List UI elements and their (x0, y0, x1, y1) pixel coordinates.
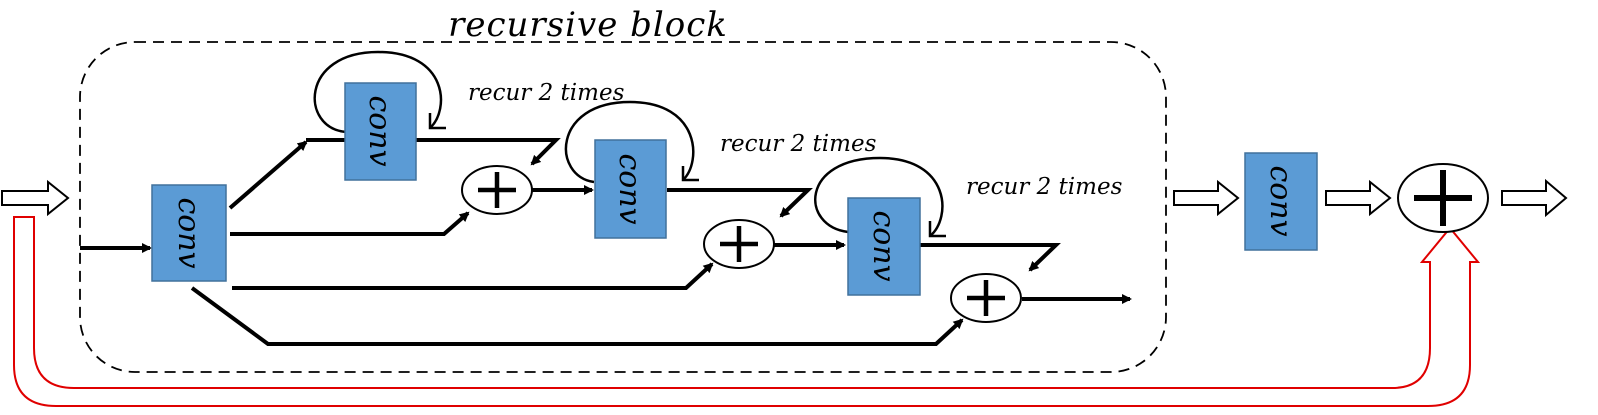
conv-label: conv (171, 197, 206, 268)
conv-recur-2: conv (594, 139, 667, 239)
add-final-node (1397, 163, 1489, 233)
conv-recur-1: conv (344, 82, 417, 181)
conv-label: conv (612, 153, 647, 224)
conv-label: conv (866, 210, 901, 281)
add-2-node (703, 219, 775, 269)
conv-recur-1-output (416, 138, 561, 166)
recur-label-2: recur 2 times (720, 131, 877, 157)
recursion-loop-3-arrow (928, 221, 946, 238)
plus-icon (1414, 170, 1472, 226)
recursion-loop-2 (564, 100, 695, 184)
recursion-loop-1-arrow (428, 113, 446, 130)
conv-recur-3: conv (847, 197, 921, 296)
recursion-loop-1 (313, 50, 443, 134)
add-3-node (950, 273, 1022, 323)
branch-to-add-1 (230, 211, 470, 236)
recursion-loop-3 (814, 156, 944, 237)
plus-icon (720, 226, 758, 262)
branch-to-add-2 (232, 262, 714, 290)
add-1-node (461, 165, 533, 215)
recur-label-3: recur 2 times (966, 174, 1123, 200)
conv-output-arrow (1325, 179, 1392, 217)
branch-to-add-3 (190, 286, 964, 346)
block-title: recursive block (448, 5, 728, 45)
conv-recur-3-output (920, 243, 1061, 272)
conv-output: conv (1244, 152, 1318, 251)
plus-icon (967, 280, 1005, 316)
conv-recur-2-output (667, 188, 813, 218)
conv-label: conv (1263, 165, 1298, 236)
recursive-block-boundary (79, 41, 1167, 373)
block-output-arrow (1173, 179, 1240, 217)
branch-to-conv-recur-1 (228, 140, 308, 210)
input-arrow (1, 179, 70, 217)
recursion-loop-2-arrow (681, 166, 699, 182)
conv-input: conv (151, 184, 227, 282)
final-output-arrow (1501, 178, 1568, 218)
skip-connection-outer (13, 216, 1481, 407)
conv-label: conv (362, 95, 397, 166)
plus-icon (478, 172, 516, 208)
recur-label-1: recur 2 times (468, 80, 625, 106)
